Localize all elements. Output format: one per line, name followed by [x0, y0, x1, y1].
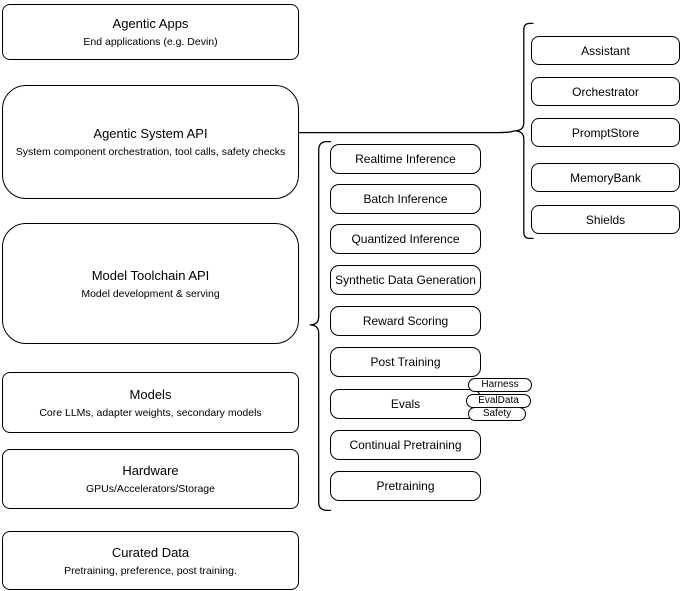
- node-promptstore: PromptStore: [531, 118, 680, 147]
- node-subtitle: End applications (e.g. Devin): [83, 36, 218, 48]
- node-title: Agentic System API: [93, 126, 208, 141]
- node-agentic-apps: Agentic Apps End applications (e.g. Devi…: [2, 4, 299, 60]
- node-continual-pretraining: Continual Pretraining: [330, 430, 481, 460]
- tag-label: Harness: [481, 379, 519, 390]
- node-assistant: Assistant: [531, 36, 680, 65]
- tag-safety: Safety: [468, 407, 526, 421]
- node-batch-inference: Batch Inference: [330, 184, 481, 214]
- node-models: Models Core LLMs, adapter weights, secon…: [2, 372, 299, 433]
- node-title: Models: [129, 386, 172, 402]
- node-subtitle: GPUs/Accelerators/Storage: [86, 483, 215, 495]
- toolchain-bracket: [309, 140, 331, 512]
- node-title: Agentic Apps: [112, 16, 189, 31]
- node-reward-scoring: Reward Scoring: [330, 306, 481, 336]
- node-evals: Evals: [330, 389, 481, 419]
- node-subtitle: System component orchestration, tool cal…: [15, 146, 286, 158]
- node-title: Hardware: [122, 463, 179, 478]
- node-label: MemoryBank: [570, 170, 641, 185]
- node-quantized-inference: Quantized Inference: [330, 224, 481, 254]
- node-subtitle: Pretraining, preference, post training.: [64, 564, 237, 577]
- node-label: Shields: [585, 212, 626, 227]
- node-label: Batch Inference: [363, 192, 448, 206]
- node-label: Continual Pretraining: [349, 438, 462, 452]
- node-label: Assistant: [581, 43, 630, 58]
- node-label: Pretraining: [376, 479, 435, 493]
- tag-label: Safety: [482, 408, 512, 419]
- node-subtitle: Model development & serving: [81, 287, 220, 300]
- node-subtitle: Core LLMs, adapter weights, secondary mo…: [39, 406, 262, 419]
- node-synthetic-data-generation: Synthetic Data Generation: [330, 265, 481, 295]
- node-label: Evals: [390, 397, 421, 411]
- node-label: Orchestrator: [572, 84, 639, 99]
- tag-evaldata: EvalData: [466, 394, 531, 408]
- node-label: PromptStore: [571, 125, 640, 140]
- node-curated-data: Curated Data Pretraining, preference, po…: [2, 531, 299, 590]
- node-label: Synthetic Data Generation: [335, 273, 476, 287]
- node-agentic-system-api: Agentic System API System component orch…: [2, 85, 299, 199]
- node-model-toolchain-api: Model Toolchain API Model development & …: [2, 223, 299, 344]
- node-title: Model Toolchain API: [91, 267, 210, 283]
- tag-label: EvalData: [478, 395, 519, 406]
- tag-harness: Harness: [468, 378, 532, 392]
- node-label: Post Training: [370, 355, 441, 369]
- node-title: Curated Data: [111, 544, 190, 560]
- node-shields: Shields: [531, 205, 680, 234]
- node-memorybank: MemoryBank: [531, 163, 680, 192]
- node-pretraining: Pretraining: [330, 471, 481, 501]
- node-orchestrator: Orchestrator: [531, 77, 680, 106]
- node-realtime-inference: Realtime Inference: [330, 144, 481, 174]
- system-api-connector-line: [298, 130, 515, 134]
- node-label: Realtime Inference: [355, 152, 456, 166]
- node-label: Quantized Inference: [351, 232, 460, 246]
- node-label: Reward Scoring: [362, 314, 449, 328]
- node-hardware: Hardware GPUs/Accelerators/Storage: [2, 449, 299, 509]
- node-post-training: Post Training: [330, 347, 481, 377]
